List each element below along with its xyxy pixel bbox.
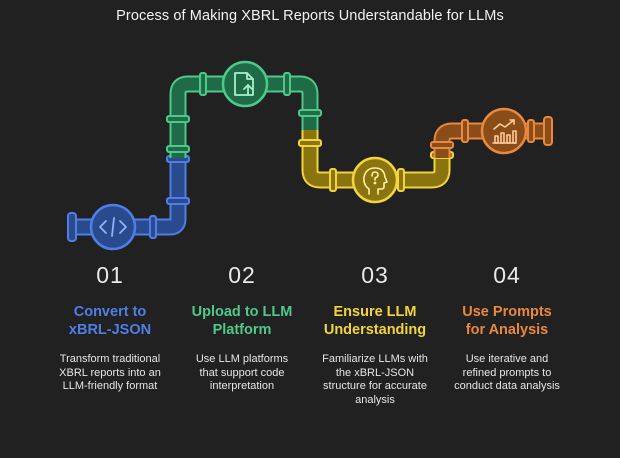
step-heading-line: for Analysis (465, 322, 549, 338)
file-upload-icon (234, 72, 254, 96)
green-pipe-segment (166, 60, 322, 158)
step-4: 04 Use Prompts for Analysis Use iterativ… (437, 262, 577, 394)
step-number: 01 (96, 262, 124, 288)
step-3: 03 Ensure LLM Understanding Familiarize … (305, 262, 445, 407)
orange-hub (480, 107, 528, 155)
pipeline-diagram (67, 60, 553, 251)
diagram-title: Process of Making XBRL Reports Understan… (116, 8, 504, 24)
step-number: 03 (361, 262, 389, 288)
step-heading-line: Platform (212, 322, 272, 338)
chart-growth-icon (492, 119, 517, 144)
step-description: Use iterative and refined prompts to con… (454, 353, 560, 392)
head-question-icon (363, 167, 388, 195)
step-1: 01 Convert to xBRL-JSON Transform tradit… (40, 262, 180, 394)
step-heading: Convert to xBRL-JSON (40, 303, 180, 339)
step-heading-line: Upload to LLM (191, 304, 293, 320)
code-icon (99, 217, 127, 237)
step-number: 02 (228, 262, 256, 288)
yellow-pipe-segment (298, 130, 454, 204)
orange-pipe-segment (430, 107, 553, 158)
step-description: Transform traditional XBRL reports into … (59, 353, 161, 392)
step-description: Familiarize LLMs with the xBRL-JSON stru… (322, 353, 428, 406)
green-hub (221, 60, 269, 108)
step-heading: Ensure LLM Understanding (305, 303, 445, 339)
blue-pipe-segment (67, 155, 190, 251)
step-heading: Use Prompts for Analysis (437, 303, 577, 339)
step-description: Use LLM platforms that support code inte… (195, 353, 289, 392)
step-heading-line: Convert to (73, 304, 147, 320)
step-heading-line: xBRL-JSON (68, 322, 152, 338)
step-heading-line: Ensure LLM (333, 304, 417, 320)
step-heading-line: Understanding (323, 322, 427, 338)
step-number: 04 (493, 262, 521, 288)
step-heading-line: Use Prompts (462, 304, 552, 320)
step-2: 02 Upload to LLM Platform Use LLM platfo… (172, 262, 312, 394)
step-heading: Upload to LLM Platform (172, 303, 312, 339)
